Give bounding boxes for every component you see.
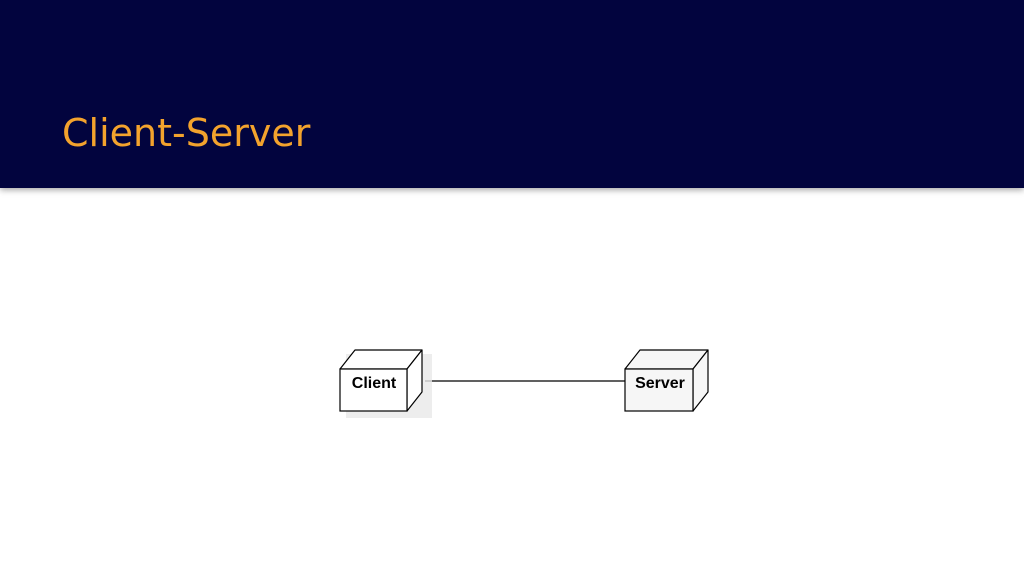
slide-title: Client-Server	[62, 111, 311, 155]
client-node-front	[339, 368, 408, 412]
header-band: Client-Server	[0, 0, 1024, 188]
server-node: Server	[624, 349, 709, 412]
client-node-label: Client	[352, 375, 397, 392]
server-node-label: Server	[635, 375, 685, 392]
server-node-front	[624, 368, 694, 412]
client-node: Client	[339, 349, 432, 418]
